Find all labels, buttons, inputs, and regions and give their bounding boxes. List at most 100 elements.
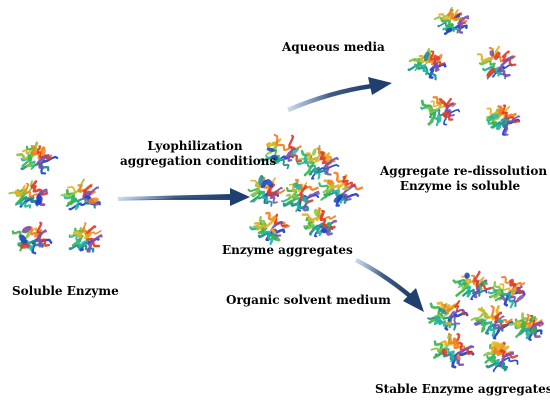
label-redissolution-line1: Aggregate re-dissolution [380, 164, 548, 178]
protein-sheet-element [456, 353, 461, 360]
protein-ribbon-strand [509, 278, 524, 295]
protein-sheet-element [497, 107, 504, 113]
protein-ribbon-strand [420, 99, 437, 126]
protein-sheet-element [27, 153, 33, 162]
protein-ribbon-strand [16, 141, 39, 161]
protein-sheet-element [452, 17, 462, 22]
protein-ribbon-strand [528, 320, 544, 339]
protein-ribbon-strand [63, 195, 81, 211]
protein-aggregate-5 [259, 133, 303, 170]
label-aqueous-media: Aqueous media [282, 40, 385, 54]
protein-stable-21 [508, 312, 544, 341]
protein-sheet-element [435, 316, 443, 325]
protein-sheet-element [438, 98, 448, 107]
protein-ribbon-strand [501, 50, 517, 67]
protein-sheet-element [489, 50, 495, 57]
protein-ribbon-strand [36, 154, 50, 169]
label-enzyme-aggregates: Enzyme aggregates [222, 243, 353, 257]
protein-sheet-element [441, 348, 448, 356]
protein-sheet-element [497, 318, 504, 324]
protein-stable-20 [470, 305, 514, 340]
protein-ribbon-strand [333, 171, 364, 191]
protein-ribbon-strand [301, 207, 323, 222]
protein-sheet-element [433, 55, 441, 61]
arrow-organic [354, 258, 424, 312]
protein-sheet-element [41, 146, 46, 156]
protein-soluble-0 [16, 141, 59, 175]
protein-redissolved-13 [407, 48, 447, 81]
protein-sheet-element [441, 112, 451, 118]
protein-sheet-element [313, 208, 320, 217]
protein-soluble-1 [8, 180, 49, 209]
protein-sheet-element [445, 321, 452, 326]
protein-sheet-element [487, 113, 499, 120]
label-soluble-enzyme: Soluble Enzyme [12, 284, 119, 298]
protein-sheet-element [494, 51, 501, 61]
protein-sheet-element [19, 243, 30, 249]
protein-sheet-element [529, 327, 538, 335]
protein-sheet-element [271, 215, 277, 222]
protein-sheet-element [446, 27, 453, 33]
label-lyophilization: Lyophilization aggregation conditions [120, 139, 276, 169]
protein-sheet-element [84, 195, 91, 199]
protein-redissolved-12 [433, 6, 470, 36]
protein-sheet-element [19, 234, 28, 246]
label-redissolution-line2: Enzyme is soluble [399, 179, 521, 193]
protein-ribbon-strand [504, 115, 521, 136]
protein-sheet-element [88, 197, 99, 204]
protein-ribbon-strand [492, 346, 512, 357]
protein-ribbon-strand [444, 102, 455, 117]
protein-stable-17 [452, 270, 493, 301]
protein-ribbon-strand [86, 234, 103, 253]
protein-sheet-element [491, 341, 503, 348]
protein-ribbon-strand [457, 15, 470, 34]
protein-ribbon-strand [457, 274, 471, 290]
protein-sheet-element [341, 187, 349, 191]
protein-sheet-element [452, 337, 460, 348]
protein-soluble-4 [68, 222, 103, 253]
protein-soluble-3 [11, 221, 53, 255]
protein-ribbon-strand [35, 229, 47, 248]
protein-sheet-element [333, 194, 343, 203]
protein-ribbon-strand [300, 150, 315, 177]
protein-ribbon-strand [308, 166, 327, 176]
protein-sheet-element [290, 148, 300, 157]
protein-sheet-element [270, 234, 281, 242]
protein-ribbon-strand [454, 300, 469, 316]
protein-stable-19 [427, 300, 469, 331]
protein-aggregate-11 [301, 207, 338, 238]
protein-ribbon-strand [449, 308, 466, 325]
protein-ribbon-strand [458, 280, 472, 298]
protein-sheet-element [270, 227, 277, 235]
protein-ribbon-strand [455, 333, 474, 356]
protein-ribbon-strand [302, 190, 320, 212]
protein-sheet-element [26, 162, 36, 168]
protein-sheet-element [266, 147, 276, 152]
protein-sheet-element [303, 155, 308, 165]
protein-aggregate-7 [247, 174, 286, 207]
protein-sheet-element [478, 283, 483, 293]
protein-sheet-element [500, 118, 510, 123]
protein-ribbon-strand [452, 278, 470, 297]
label-redissolution: Aggregate re-dissolution Enzyme is solub… [380, 164, 548, 194]
protein-ribbon-strand [285, 147, 296, 162]
protein-ribbon-strand [486, 105, 511, 117]
protein-sheet-element [520, 321, 527, 330]
protein-structures [8, 6, 544, 373]
protein-stable-18 [487, 276, 526, 309]
protein-aggregate-8 [318, 171, 364, 207]
protein-ribbon-strand [487, 289, 514, 309]
protein-sheet-element [320, 228, 328, 234]
protein-redissolved-14 [476, 45, 517, 80]
label-lyophilization-line1: Lyophilization [147, 139, 243, 153]
protein-ribbon-strand [428, 302, 443, 324]
protein-sheet-element [82, 190, 91, 200]
protein-sheet-element [464, 272, 470, 279]
protein-aggregate-10 [249, 211, 290, 245]
protein-ribbon-strand [407, 64, 437, 81]
protein-sheet-element [258, 174, 264, 186]
protein-ribbon-strand [341, 184, 356, 201]
arrow-lyophilization [117, 188, 250, 206]
protein-sheet-element [486, 68, 496, 78]
